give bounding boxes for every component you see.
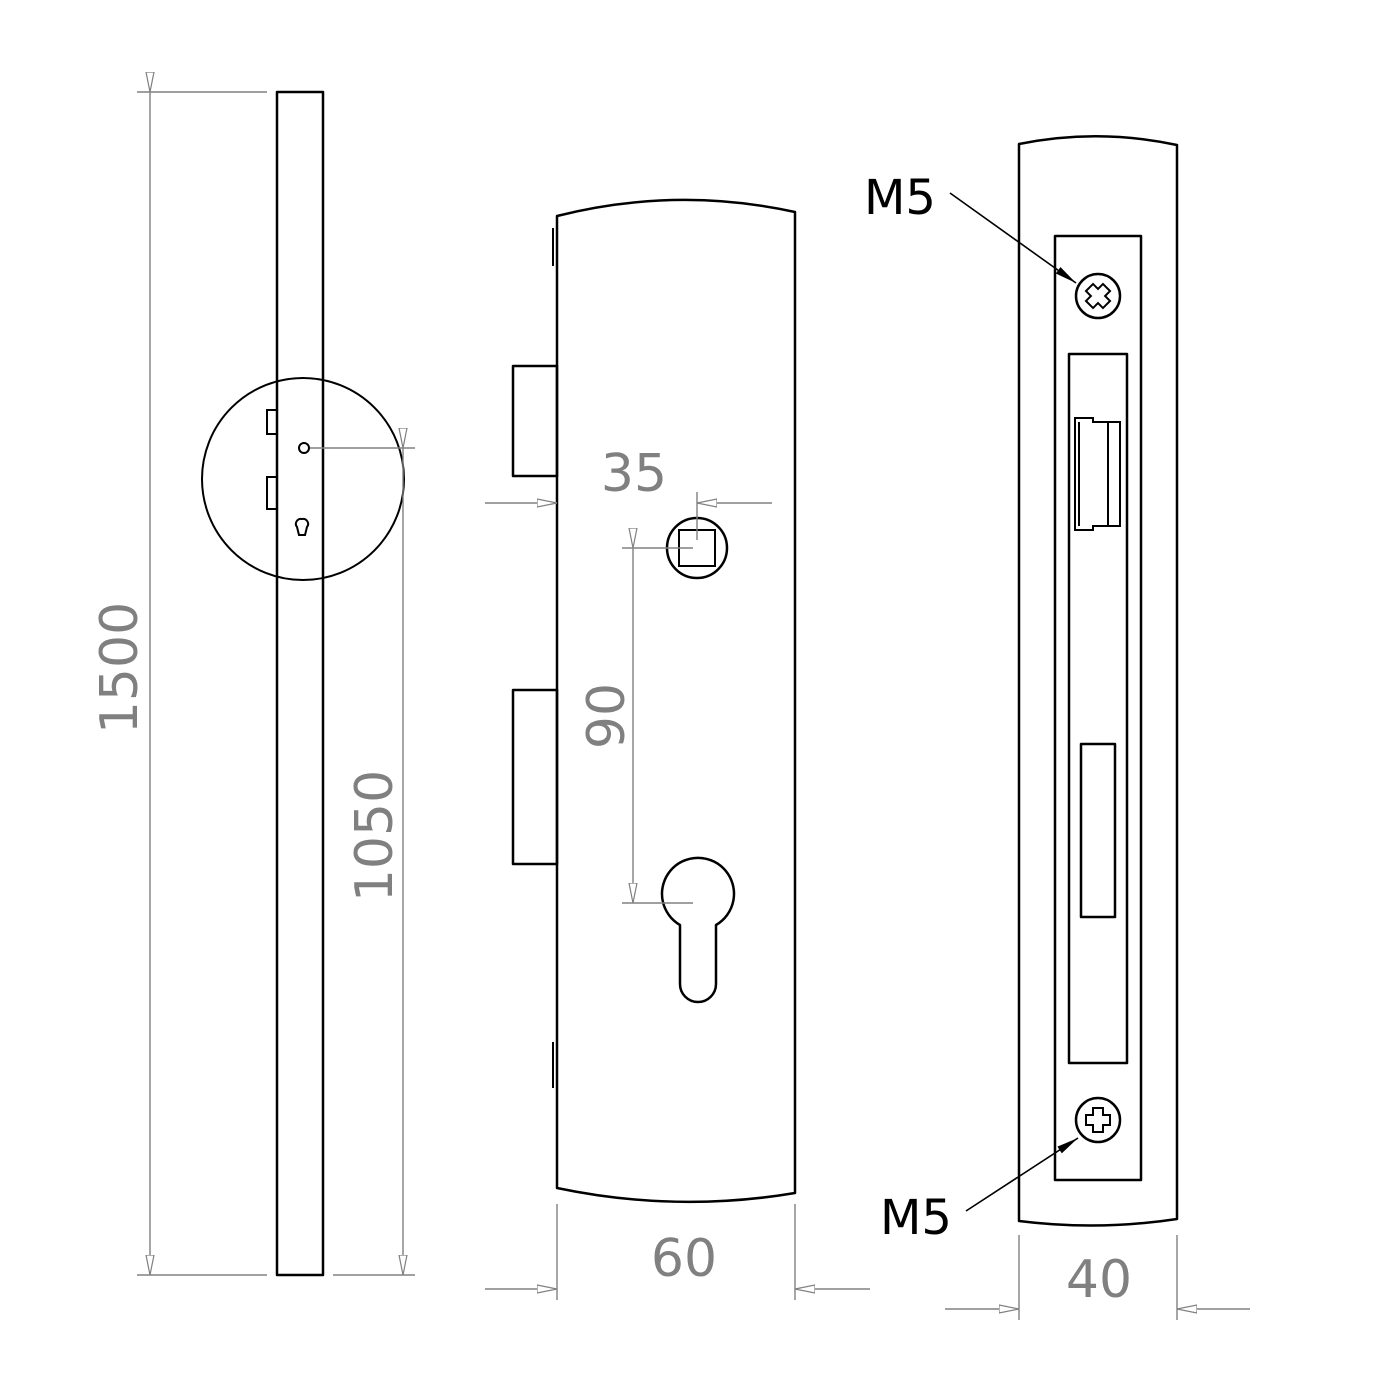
lock-case-top: [511, 364, 559, 478]
latch-bolt: [1074, 417, 1121, 531]
escutcheon-plate: [555, 198, 797, 1204]
dimension-plate-width: 60: [485, 1204, 870, 1300]
dimension-backset: 35: [485, 444, 772, 540]
detail-circle: [201, 377, 405, 581]
dead-bolt: [1079, 742, 1117, 919]
profile-bar: [275, 90, 325, 1277]
screw-bottom-icon: [1074, 1096, 1122, 1144]
faceplate-view: M5 M5 40: [864, 135, 1250, 1320]
lock-case-bottom: [511, 688, 559, 866]
screw-top-icon: [1074, 272, 1122, 320]
dimension-total-height: 1500: [90, 92, 150, 1275]
label-total-height: 1500: [90, 602, 150, 734]
callout-top: M5: [864, 170, 1077, 284]
label-backset: 35: [601, 444, 667, 504]
label-plate-width: 60: [651, 1229, 717, 1289]
lock-opening: [1067, 352, 1129, 1065]
latch-tab-bottom: [266, 476, 278, 510]
front-view: 35 90 60: [485, 198, 870, 1300]
callout-bottom: M5: [880, 1137, 1079, 1246]
cylinder-hole: [660, 856, 736, 1004]
dimension-handle-height: 1050: [345, 448, 405, 1275]
keyhole-small: [294, 517, 310, 536]
spindle-hole: [298, 442, 310, 454]
label-center-distance: 90: [577, 683, 637, 749]
outer-profile: [1017, 135, 1179, 1227]
side-view: 1500 1050: [90, 90, 415, 1277]
label-screw-bottom: M5: [880, 1190, 952, 1246]
dimension-faceplate-width: 40: [945, 1235, 1250, 1320]
faceplate: [1053, 234, 1143, 1182]
latch-tab-top: [266, 409, 278, 435]
dimension-center-distance: 90: [577, 548, 693, 904]
label-handle-height: 1050: [345, 770, 405, 902]
label-screw-top: M5: [864, 170, 936, 226]
label-faceplate-width: 40: [1066, 1250, 1132, 1310]
